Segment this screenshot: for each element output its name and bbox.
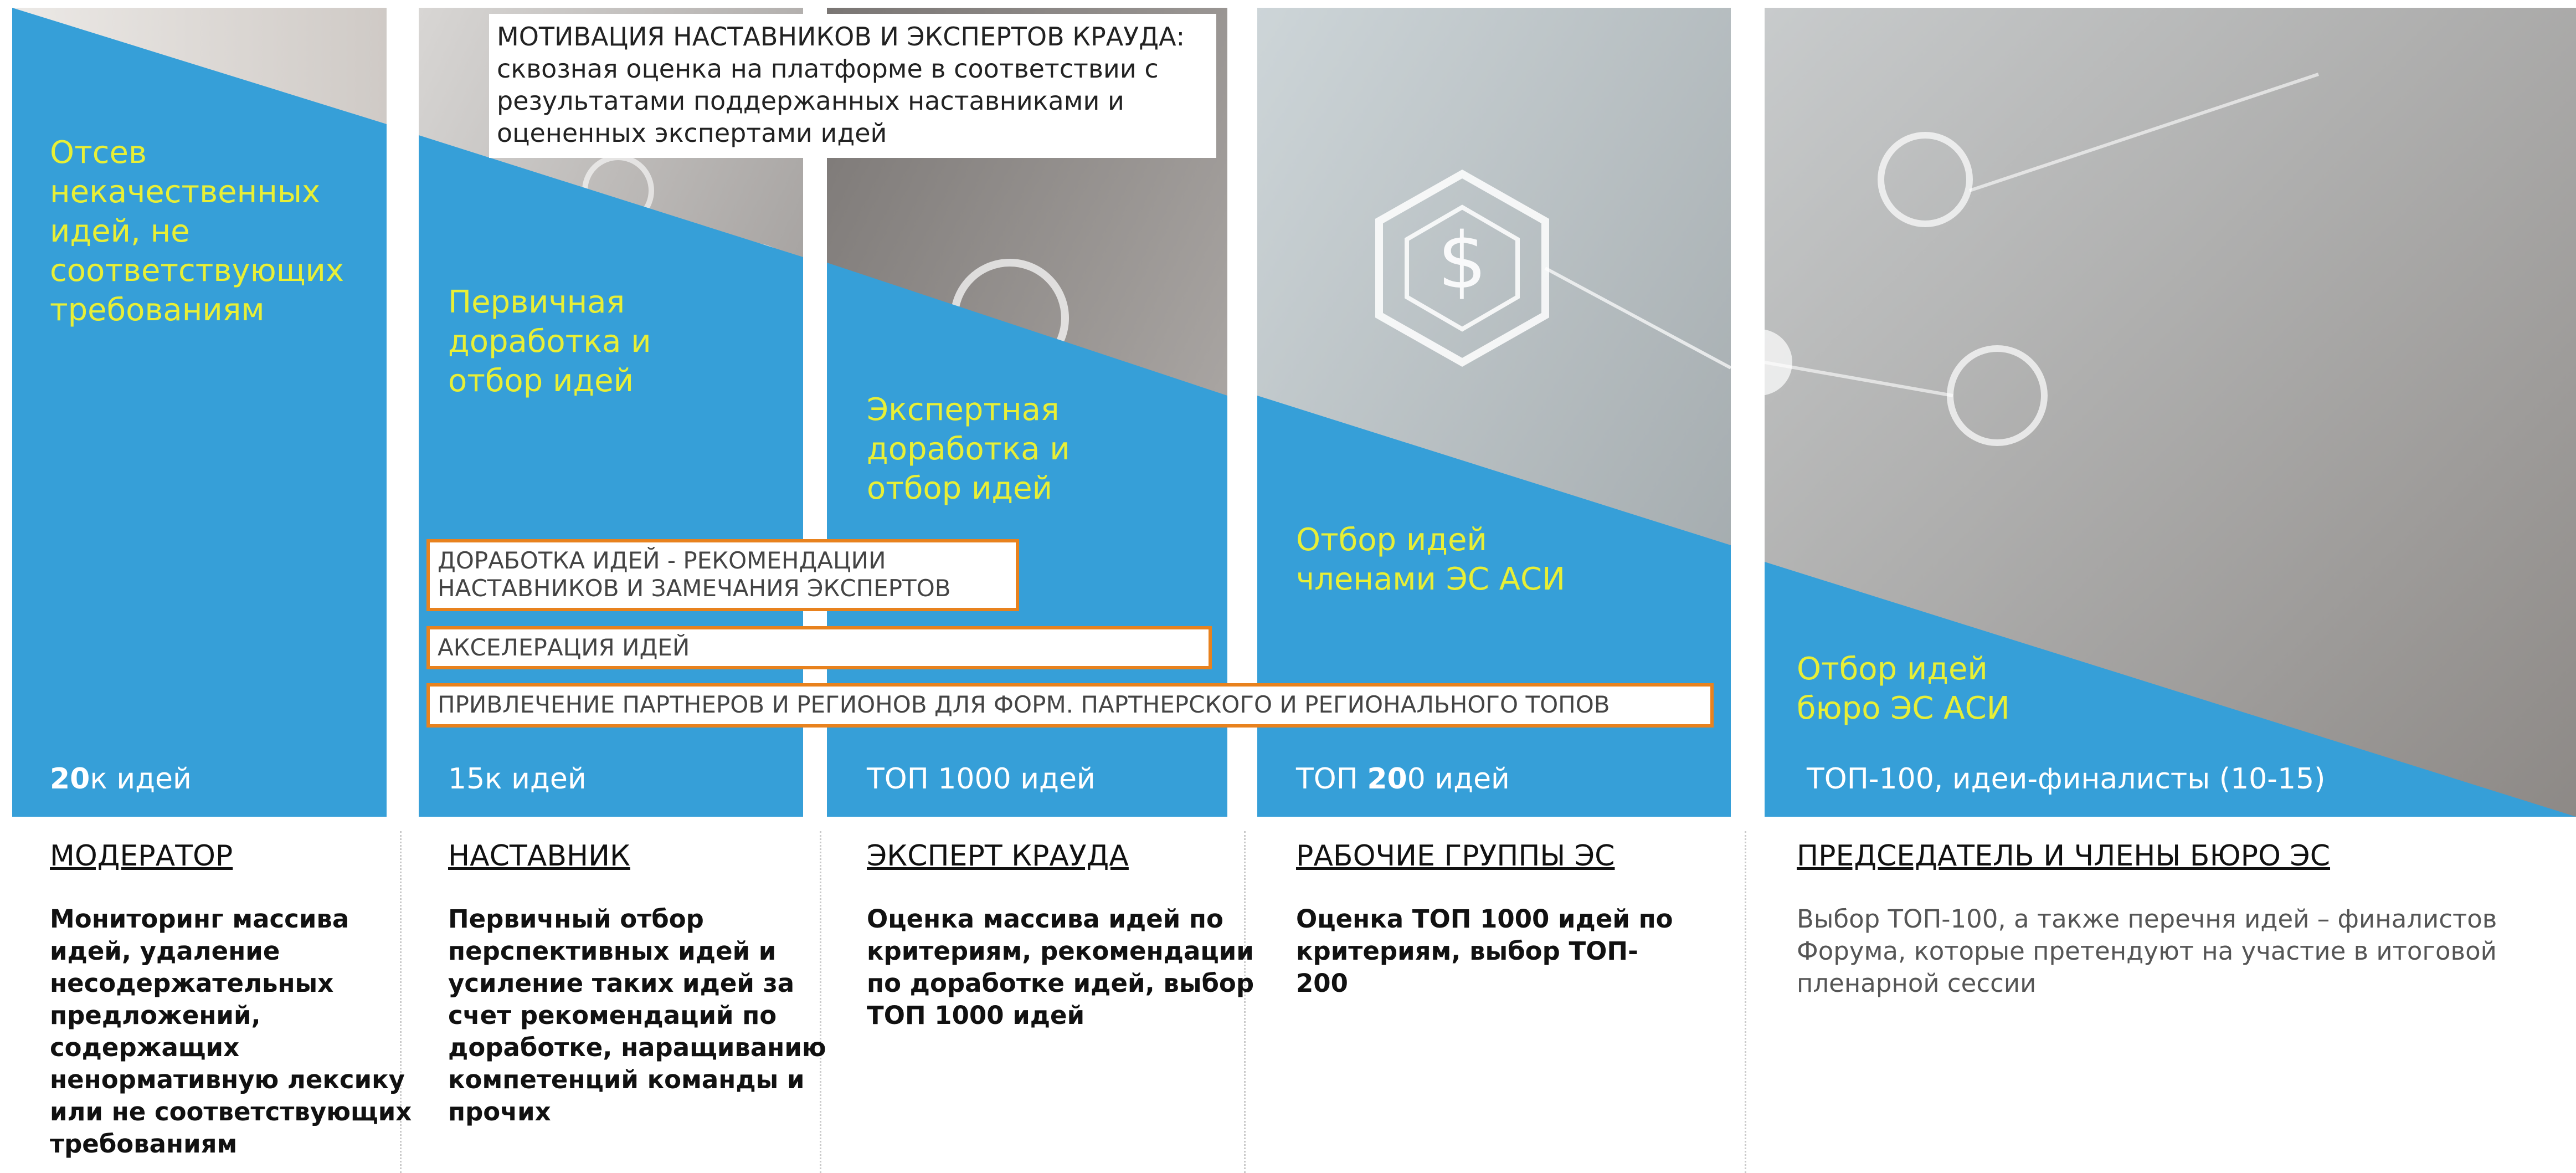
panel-background bbox=[12, 8, 387, 817]
idea-count: ТОП-100, идеи-финалисты (10-15) bbox=[1807, 762, 2325, 796]
phase-title: Отбор идей бюро ЭС АСИ bbox=[1797, 651, 2010, 726]
role-description: Выбор ТОП-100, а также перечня идей – фи… bbox=[1797, 904, 2497, 998]
column-divider bbox=[400, 831, 402, 1173]
banner-acceleration: АКСЕЛЕРАЦИЯ ИДЕЙ bbox=[426, 626, 1212, 669]
motivation-heading: МОТИВАЦИЯ НАСТАВНИКОВ И ЭКСПЕРТОВ КРАУДА… bbox=[497, 22, 1185, 52]
banner-idea-refinement: ДОРАБОТКА ИДЕЙ - РЕКОМЕНДАЦИИ НАСТАВНИКО… bbox=[426, 539, 1019, 611]
role-description: Оценка массива идей по критериям, рекоме… bbox=[867, 904, 1254, 1030]
idea-count: ТОП 200 идей bbox=[1296, 762, 1510, 796]
count-unit: 15к идей bbox=[448, 762, 587, 796]
motivation-box: МОТИВАЦИЯ НАСТАВНИКОВ И ЭКСПЕРТОВ КРАУДА… bbox=[489, 14, 1216, 158]
role-description: Оценка ТОП 1000 идей по критериям, выбор… bbox=[1296, 904, 1673, 998]
count-unit: к идей bbox=[90, 762, 192, 796]
count-number: 20 bbox=[50, 762, 90, 796]
role-description: Первичный отбор перспективных идей и уси… bbox=[448, 904, 826, 1126]
panel-background bbox=[1765, 8, 2576, 817]
panel-background: $ bbox=[1257, 8, 1731, 817]
count-number: 20 bbox=[1367, 762, 1407, 796]
role-description: Мониторинг массива идей, удаление несоде… bbox=[50, 904, 412, 1159]
banner-partners-regions: ПРИВЛЕЧЕНИЕ ПАРТНЕРОВ И РЕГИОНОВ ДЛЯ ФОР… bbox=[426, 683, 1714, 728]
count-unit: ТОП-100, идеи-финалисты (10-15) bbox=[1807, 762, 2326, 796]
motivation-text: сквозная оценка на платформе в соответст… bbox=[497, 54, 1159, 148]
role-title: РАБОЧИЕ ГРУППЫ ЭС bbox=[1296, 839, 1615, 873]
idea-count: ТОП 1000 идей bbox=[867, 762, 1096, 796]
column-divider bbox=[1244, 831, 1246, 1173]
count-unit: ТОП 1000 идей bbox=[867, 762, 1096, 796]
phase-title: Первичная доработка и отбор идей bbox=[448, 284, 651, 399]
count-prefix: ТОП bbox=[1296, 762, 1367, 796]
role-title: ПРЕДСЕДАТЕЛЬ И ЧЛЕНЫ БЮРО ЭС bbox=[1797, 839, 2331, 873]
idea-count: 20к идей bbox=[50, 762, 192, 796]
phase-panel-5: Отбор идей бюро ЭС АСИ ТОП-100, идеи-фин… bbox=[1765, 8, 2576, 817]
column-divider bbox=[820, 831, 821, 1173]
phase-title: Экспертная доработка и отбор идей bbox=[867, 392, 1070, 506]
role-title: ЭКСПЕРТ КРАУДА bbox=[867, 839, 1129, 873]
phase-panel-4: $ Отбор идей членами ЭС АСИ ТОП 200 идей bbox=[1257, 8, 1731, 817]
column-divider bbox=[1745, 831, 1746, 1173]
phase-title: Отбор идей членами ЭС АСИ bbox=[1296, 522, 1566, 597]
hexagon-icon bbox=[1375, 169, 1549, 367]
phase-title: Отсев некачественных идей, не соответств… bbox=[50, 135, 344, 328]
svg-text:$: $ bbox=[1437, 216, 1487, 306]
phase-panel-1: Отсев некачественных идей, не соответств… bbox=[12, 8, 387, 817]
role-title: МОДЕРАТОР bbox=[50, 839, 233, 873]
idea-count: 15к идей bbox=[448, 762, 587, 796]
role-title: НАСТАВНИК bbox=[448, 839, 630, 873]
count-unit: 0 идей bbox=[1407, 762, 1510, 796]
